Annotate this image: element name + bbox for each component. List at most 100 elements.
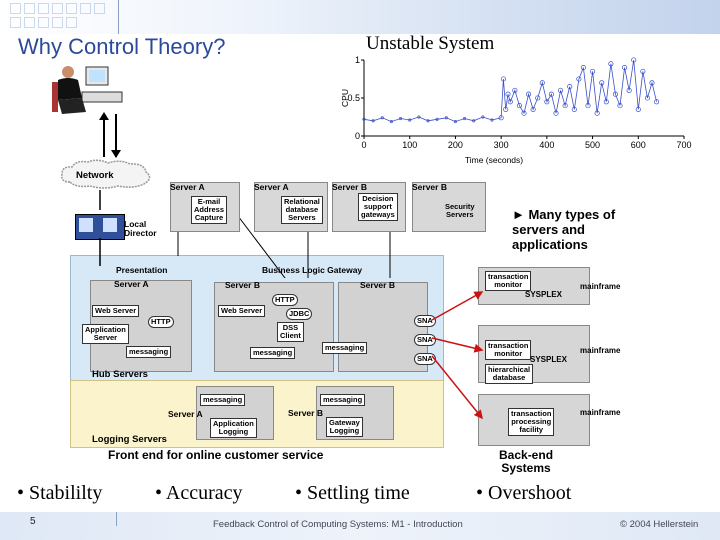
y-tick-label: 0.5 [347, 93, 360, 103]
data-point [590, 68, 596, 74]
data-point [599, 80, 605, 86]
x-tick-label: 200 [448, 140, 463, 150]
data-point [435, 117, 439, 121]
deco-square [24, 17, 35, 28]
data-point [544, 99, 550, 105]
hierarchical-db-box: hierarchical database [485, 364, 534, 384]
data-point [507, 99, 513, 105]
hub-servers-label: Hub Servers [92, 369, 148, 380]
series-line [363, 59, 657, 123]
server-label: Server B [225, 280, 260, 290]
data-point [603, 99, 609, 105]
x-tick-label: 400 [539, 140, 554, 150]
many-types-annotation: ► Many types of servers and applications [512, 207, 616, 252]
x-tick-label: 300 [494, 140, 509, 150]
data-point [539, 80, 545, 86]
server-label: Server B [288, 408, 323, 418]
sna-box: SNA [414, 353, 436, 365]
data-point [472, 119, 476, 123]
data-point [608, 61, 614, 67]
server-label: Server B [332, 182, 367, 192]
slide-title: Why Control Theory? [18, 34, 226, 59]
chart-title: Unstable System [366, 33, 495, 54]
x-tick-label: 100 [402, 140, 417, 150]
y-tick-label: 1 [355, 55, 360, 65]
http-box: HTTP [148, 316, 174, 328]
server-box [412, 182, 486, 232]
x-tick-label: 700 [676, 140, 691, 150]
y-tick-label: 0 [355, 131, 360, 141]
data-point [362, 117, 366, 121]
server-label: Server A [114, 279, 149, 289]
data-point [644, 95, 650, 101]
data-point [526, 91, 532, 97]
logging-servers-label: Logging Servers [92, 434, 167, 445]
data-point [594, 110, 600, 116]
transaction-monitor-box: transaction monitor [485, 340, 532, 360]
network-label: Network [76, 170, 114, 181]
data-point [649, 80, 655, 86]
data-point [553, 110, 559, 116]
switch-icon [79, 218, 93, 232]
data-point [453, 120, 457, 124]
data-point [612, 91, 618, 97]
transaction-monitor-box: transaction monitor [485, 271, 532, 291]
chart-ylabel: CPU [340, 89, 350, 107]
deco-square [38, 17, 49, 28]
backend-arrows [431, 291, 484, 420]
sysplex-label: SYSPLEX [530, 355, 567, 364]
business-gateway-label: Business Logic Gateway [262, 265, 363, 275]
data-point [463, 116, 467, 121]
bullet-stability: • Stabililty [17, 482, 103, 504]
data-point [571, 106, 577, 112]
x-tick-label: 0 [361, 140, 366, 150]
data-point [626, 87, 632, 93]
footer-bar [0, 512, 720, 540]
deco-square [80, 3, 91, 14]
relational-db-box: Relational database Servers [281, 196, 323, 224]
x-tick-label: 600 [631, 140, 646, 150]
jdbc-box: JDBC [286, 308, 313, 320]
data-point [576, 76, 582, 82]
data-point [562, 103, 568, 109]
deco-square [52, 3, 63, 14]
switch-icon [103, 218, 117, 232]
bullet-accuracy: • Accuracy [155, 482, 243, 504]
server-label: Server A [168, 409, 203, 419]
data-point [500, 76, 506, 82]
email-capture-box: E-mail Address Capture [191, 196, 228, 224]
sna-box: SNA [414, 334, 436, 346]
messaging-box: messaging [250, 347, 296, 359]
data-point [558, 87, 564, 93]
data-point [631, 57, 637, 63]
messaging-box: messaging [126, 346, 172, 358]
messaging-box: messaging [320, 394, 366, 406]
data-point [567, 84, 573, 90]
data-point [481, 115, 485, 119]
server-label: Server A [170, 182, 205, 192]
local-director-label: Local Director [124, 219, 157, 239]
footer-copyright: © 2004 Hellerstein [620, 519, 699, 530]
security-servers-box: Security Servers [445, 202, 475, 219]
chart-xlabel: Time (seconds) [465, 155, 523, 165]
data-point [444, 116, 448, 120]
data-point [635, 106, 641, 112]
transaction-processing-box: transaction processing facility [508, 408, 555, 436]
messaging-box: messaging [322, 342, 368, 354]
data-point [426, 119, 430, 123]
data-point [617, 103, 623, 109]
presentation-label: Presentation [116, 265, 168, 275]
data-point [512, 87, 518, 93]
footer-center-text: Feedback Control of Computing Systems: M… [213, 519, 463, 530]
deco-square [66, 17, 77, 28]
server-label: Server A [254, 182, 289, 192]
data-point [389, 120, 393, 124]
decision-support-box: Decision support gateways [358, 193, 398, 221]
deco-square [10, 17, 21, 28]
data-point [530, 106, 536, 112]
header-divider [118, 0, 119, 34]
computer-user-icon [52, 66, 123, 114]
backend-label: Back-end Systems [499, 448, 554, 476]
data-point [516, 103, 522, 109]
